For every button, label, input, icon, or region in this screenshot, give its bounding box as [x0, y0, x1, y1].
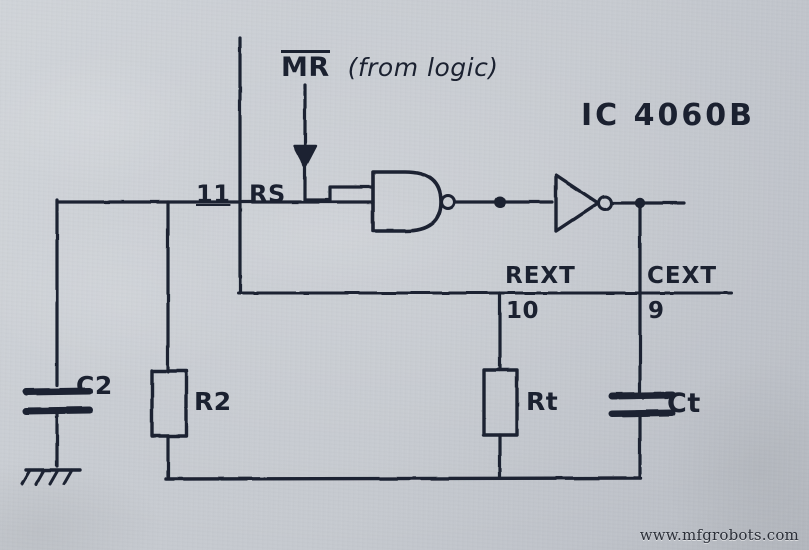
pin-9-number: 9 — [648, 298, 665, 324]
pin-cext-name: CEXT — [647, 263, 718, 289]
junction-dot-rext — [494, 196, 506, 208]
wire-mr-to-nand — [303, 165, 375, 202]
component-label-r2: R2 — [194, 387, 232, 416]
component-label-ct: Ct — [667, 388, 701, 419]
mr-label-text: MR — [281, 50, 330, 83]
ic-part-number-label: IC 4060B — [581, 98, 755, 133]
junction-dot-cext — [634, 197, 646, 209]
mr-input-arrow — [292, 83, 318, 169]
mr-source-text: (from logic) — [347, 53, 499, 82]
pin-10-number: 10 — [506, 298, 540, 324]
wire-bottom-rail — [164, 476, 643, 481]
site-watermark: www.mfgrobots.com — [639, 526, 799, 544]
component-label-rt: Rt — [526, 387, 559, 416]
component-label-c2: C2 — [76, 371, 113, 400]
mr-signal-label: MR (from logic) — [281, 50, 499, 83]
pin-11-number: 11 — [196, 180, 231, 208]
pin-rs-name: RS — [249, 180, 286, 208]
nand-gate — [371, 170, 456, 233]
resistor-rt — [482, 291, 519, 480]
ground-symbol — [20, 468, 82, 486]
resistor-r2 — [150, 369, 188, 480]
capacitor-c2 — [22, 387, 94, 468]
capacitor-ct — [608, 291, 676, 480]
inverter-gate — [554, 173, 613, 233]
pin-rext-name: REXT — [505, 263, 576, 289]
